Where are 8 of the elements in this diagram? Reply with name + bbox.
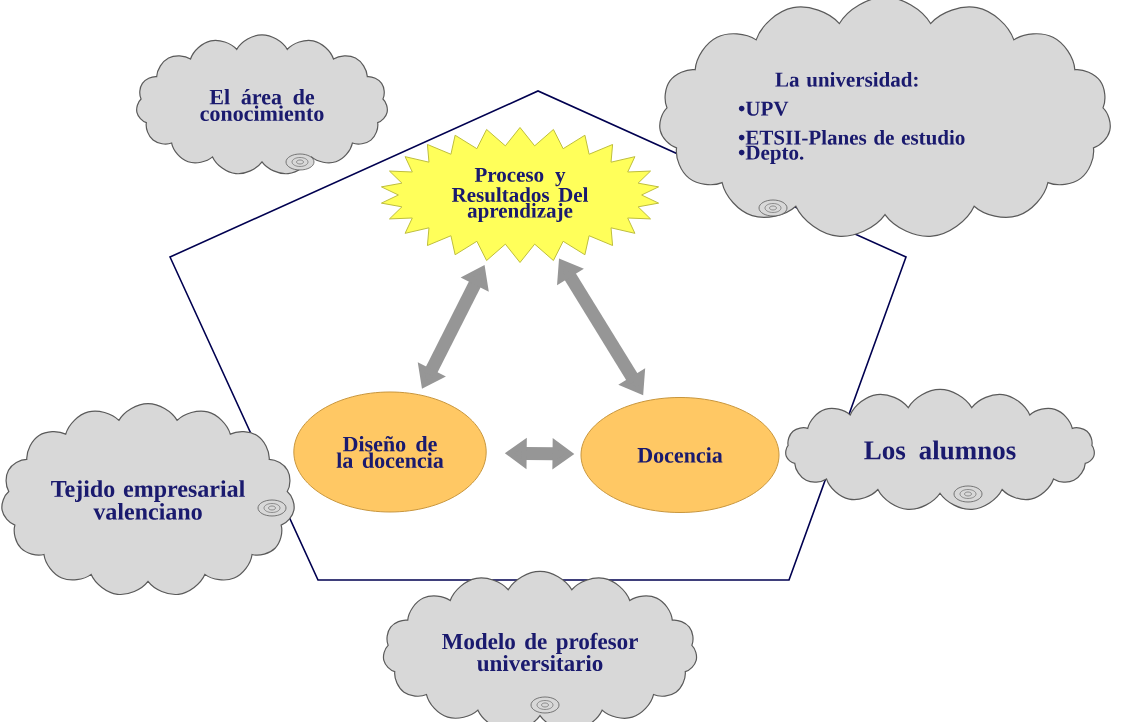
thought-cloud: Modelo de profesor universitario — [382, 570, 698, 722]
thought-cloud: El área de conocimiento — [136, 34, 388, 175]
oval: Docencia — [580, 397, 780, 513]
oval: Diseño de la docencia — [293, 391, 487, 513]
starburst: Proceso y Resultados Del aprendizaje — [380, 127, 660, 263]
thought-cloud: Los alumnos — [785, 388, 1095, 510]
thought-cloud: La universidad: •UPV •ETSII-Planes de estudio •Depto. — [659, 0, 1111, 237]
thought-cloud: Tejido empresarial valenciano — [1, 402, 295, 596]
